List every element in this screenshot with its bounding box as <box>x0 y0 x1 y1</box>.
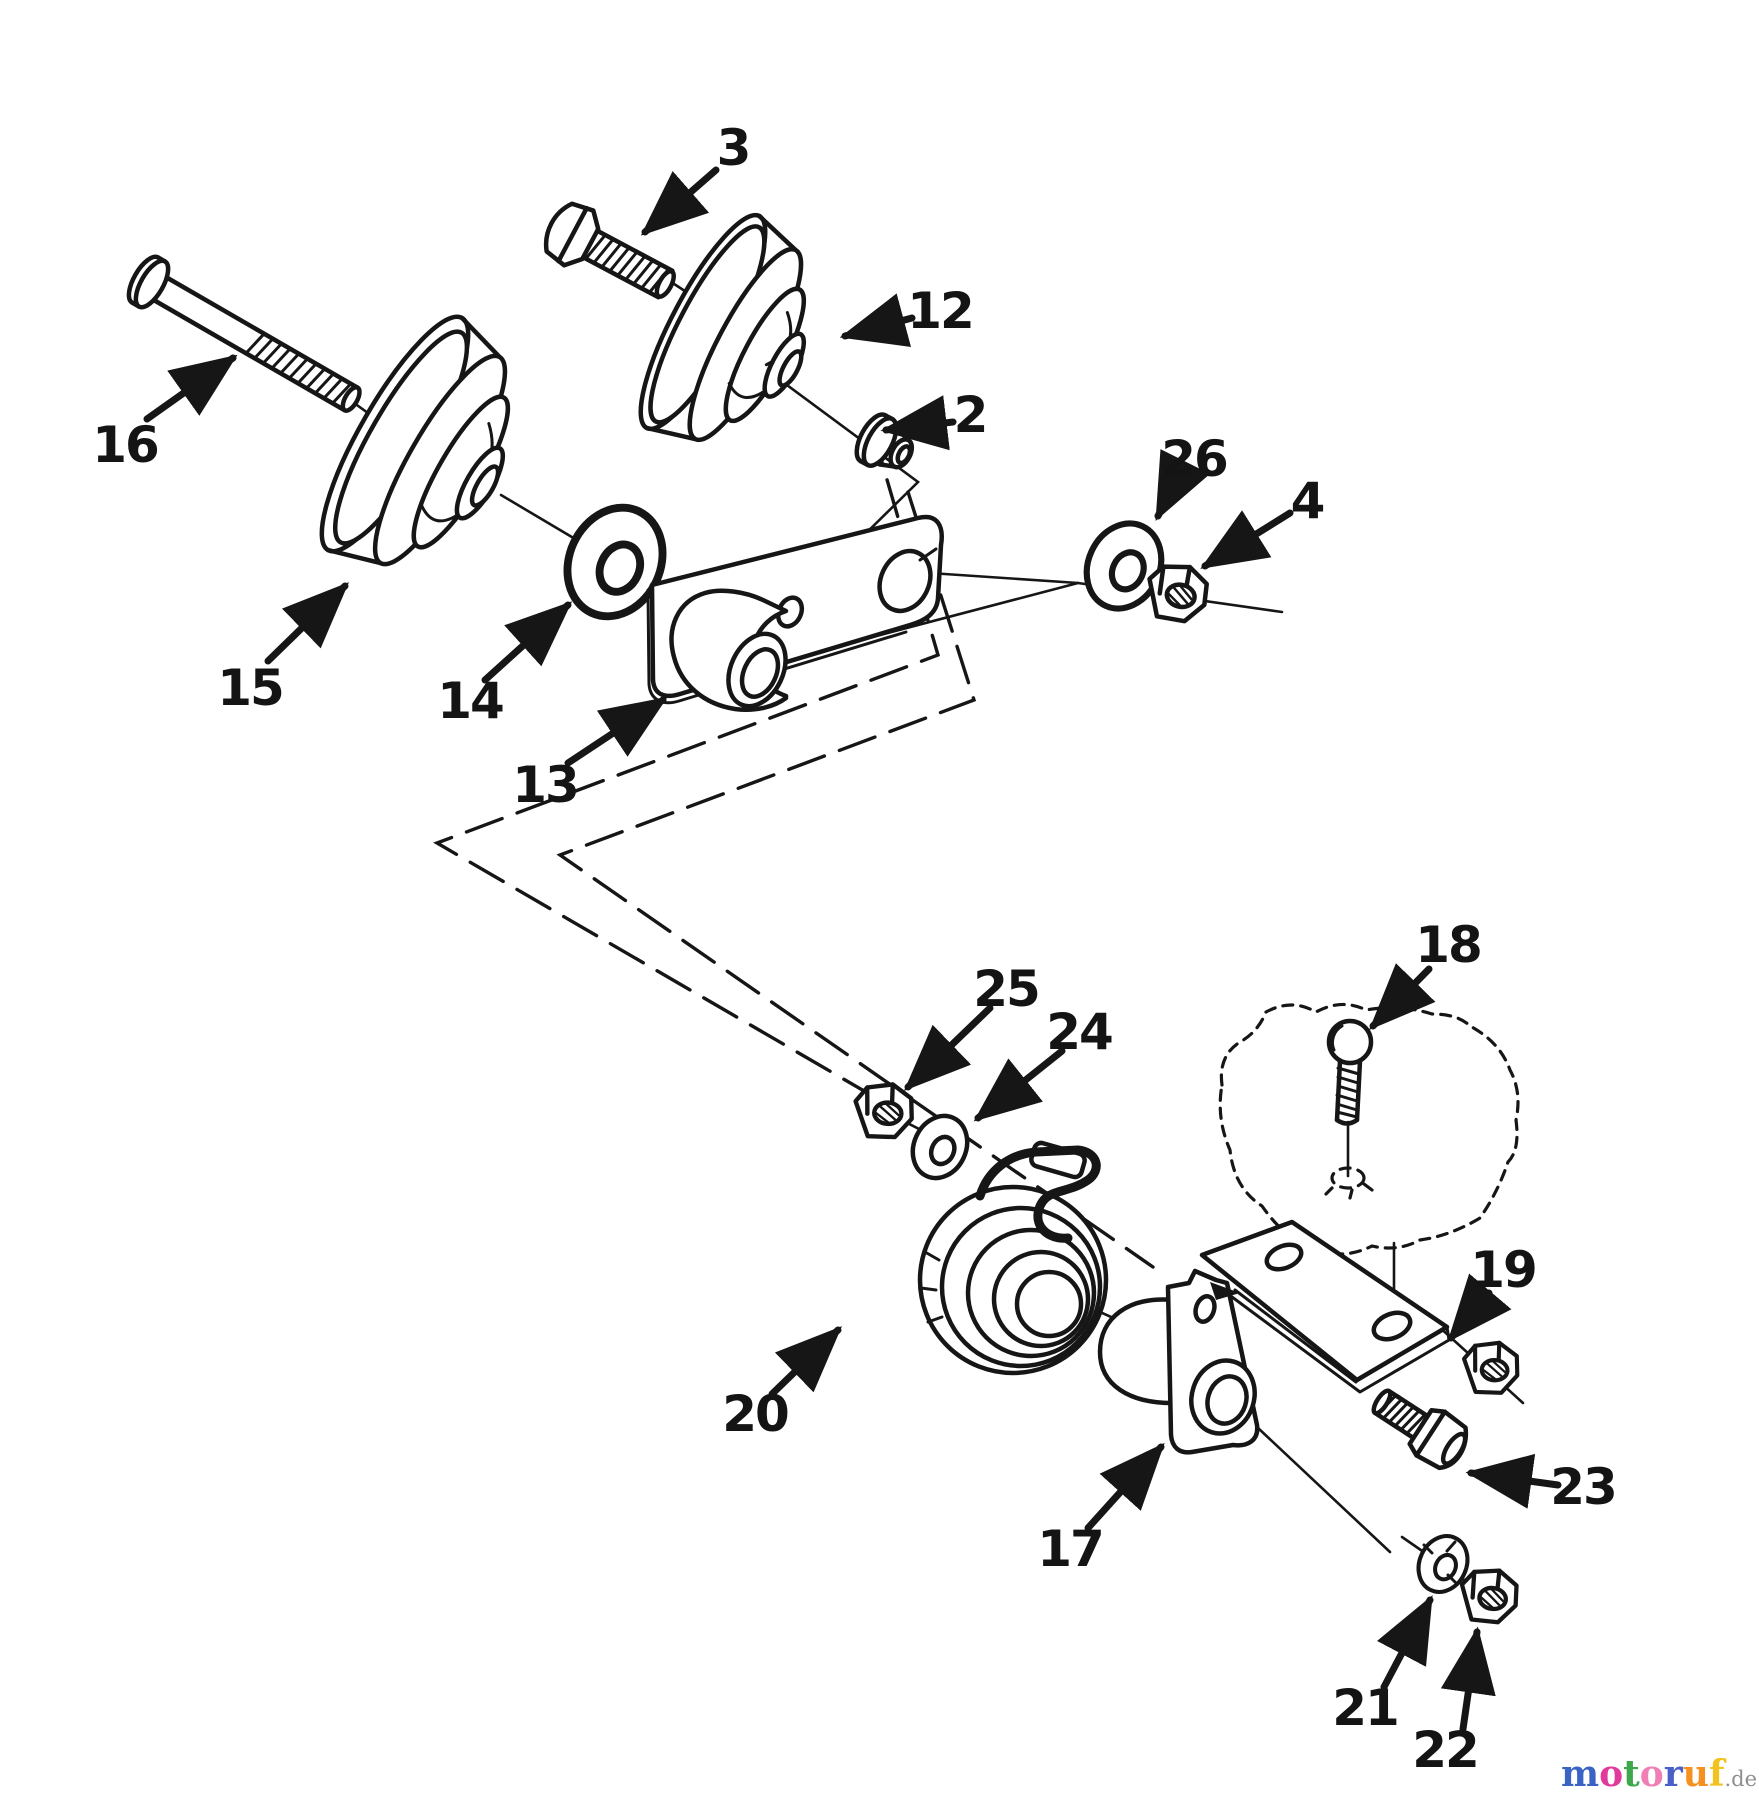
hex-bolt-23 <box>1371 1388 1469 1471</box>
callout-13: 13 <box>512 756 578 814</box>
callout-15: 15 <box>217 659 283 717</box>
round-head-screw-18 <box>1326 1018 1374 1126</box>
hex-nut-22 <box>1457 1566 1520 1626</box>
callout-21: 21 <box>1332 1679 1398 1737</box>
callout-24: 24 <box>1046 1003 1112 1061</box>
callout-16: 16 <box>92 416 158 474</box>
watermark-letter: o <box>1640 1753 1664 1795</box>
idler-spring-20 <box>917 1140 1109 1376</box>
callout-12: 12 <box>907 282 973 340</box>
watermark-letter: o <box>1599 1753 1623 1795</box>
spacer-bushing-2 <box>854 412 915 470</box>
watermark-letter: r <box>1664 1753 1684 1795</box>
watermark-letter: m <box>1561 1753 1599 1795</box>
hex-nut-25 <box>853 1082 914 1139</box>
callout-3: 3 <box>717 119 750 177</box>
hex-nut-19 <box>1462 1340 1520 1394</box>
callout-arrows <box>143 166 1562 1733</box>
callout-22: 22 <box>1412 1721 1478 1779</box>
callout-25: 25 <box>973 960 1039 1018</box>
pointer-lines <box>348 276 1525 1613</box>
lock-washer-21 <box>1410 1528 1477 1600</box>
callout-23: 23 <box>1550 1458 1616 1516</box>
callout-18: 18 <box>1415 916 1481 974</box>
idler-arm-13 <box>646 514 944 712</box>
callout-2: 2 <box>954 386 987 444</box>
callout-14: 14 <box>437 672 503 730</box>
hex-bolt-3 <box>543 201 676 300</box>
long-bolt-16 <box>126 254 362 413</box>
callout-17: 17 <box>1037 1520 1103 1578</box>
callout-26: 26 <box>1161 430 1227 488</box>
idler-pulley-15 <box>319 314 511 567</box>
mounting-bracket-17 <box>1097 1219 1451 1455</box>
watermark-letter: f <box>1709 1753 1727 1795</box>
callout-numbers: 3 12 2 26 4 16 15 14 13 25 24 18 19 20 1… <box>92 119 1618 1779</box>
watermark-suffix: .de <box>1724 1767 1757 1791</box>
motoruf-watermark: motoruf.de <box>1561 1753 1757 1795</box>
flat-washer-24 <box>903 1107 977 1187</box>
callout-19: 19 <box>1470 1241 1536 1299</box>
idler-pulley-12 <box>638 212 807 443</box>
watermark-letter: u <box>1683 1753 1709 1795</box>
callout-20: 20 <box>722 1385 788 1443</box>
callout-4: 4 <box>1291 472 1324 530</box>
watermark-letter: t <box>1623 1753 1640 1795</box>
